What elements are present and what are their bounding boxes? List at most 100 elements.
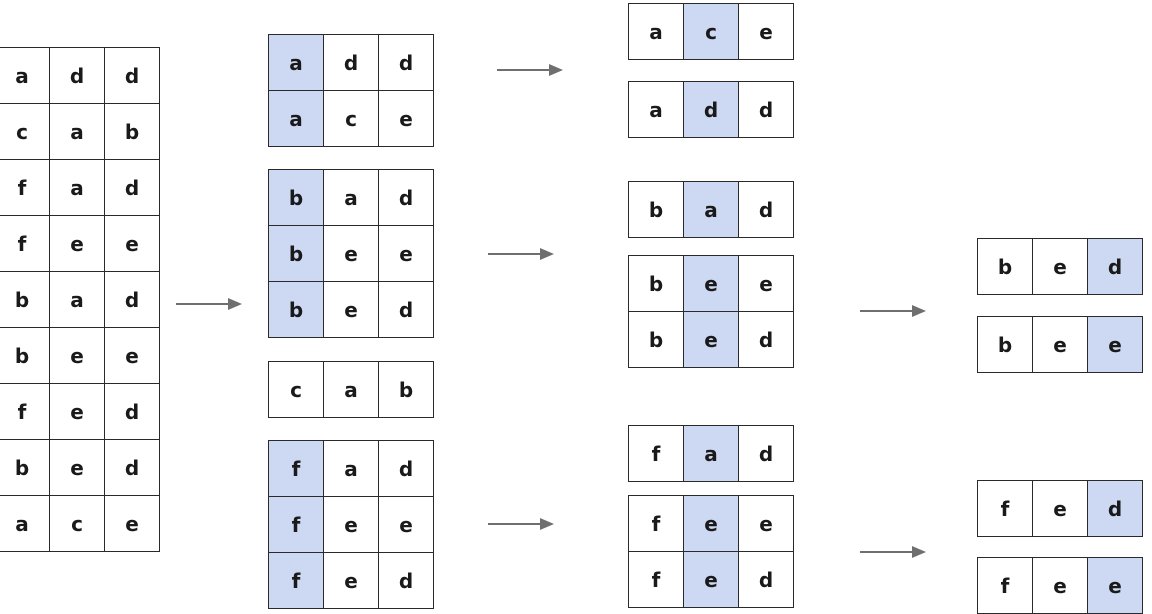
- arrow-right-icon: [860, 546, 926, 558]
- grid-cell: c: [49, 495, 105, 552]
- grid-cell: a: [323, 361, 379, 418]
- grid-cell: d: [738, 311, 794, 368]
- grid-cell: b: [378, 361, 434, 418]
- grid-cell: a: [268, 90, 324, 147]
- grid-cell: d: [1087, 238, 1143, 295]
- grid-cell: b: [268, 225, 324, 282]
- grid-cell: e: [683, 311, 739, 368]
- grid-cell: c: [683, 3, 739, 60]
- grid-cell: d: [378, 34, 434, 91]
- grid-cell: d: [104, 383, 160, 440]
- grid-cell: a: [0, 495, 50, 552]
- grid-cell: e: [323, 496, 379, 553]
- grid-cell: d: [378, 281, 434, 338]
- grid-cell: e: [378, 90, 434, 147]
- grid-cell: b: [104, 103, 160, 160]
- grid-cell: f: [977, 480, 1033, 537]
- grid-cell: f: [268, 496, 324, 553]
- grid-cell: e: [49, 439, 105, 496]
- grid-cell: b: [628, 181, 684, 238]
- grid-cell: b: [0, 271, 50, 328]
- grid-cell: d: [104, 271, 160, 328]
- grid-cell: f: [977, 557, 1033, 614]
- grid-cell: a: [628, 3, 684, 60]
- grid-cell: f: [0, 215, 50, 272]
- grid-cell: c: [268, 361, 324, 418]
- grid-cell: e: [1032, 480, 1088, 537]
- grid-cell: d: [104, 439, 160, 496]
- arrow-right-icon: [176, 298, 242, 310]
- grid-cell: e: [104, 215, 160, 272]
- grid-cell: e: [738, 3, 794, 60]
- grid-cell: a: [49, 103, 105, 160]
- grid-cell: d: [49, 47, 105, 104]
- grid-cell: e: [738, 495, 794, 552]
- grid-cell: e: [1087, 316, 1143, 373]
- grid-cell: e: [683, 255, 739, 312]
- grid-cell: e: [104, 495, 160, 552]
- grid-cell: b: [977, 316, 1033, 373]
- grid-cell: a: [49, 159, 105, 216]
- grid-cell: a: [0, 47, 50, 104]
- grid-cell: a: [323, 169, 379, 226]
- grid-cell: e: [104, 327, 160, 384]
- grid-cell: b: [628, 311, 684, 368]
- grid-cell: e: [1087, 557, 1143, 614]
- grid-cell: b: [268, 169, 324, 226]
- grid-cell: f: [628, 551, 684, 608]
- arrow-right-icon: [497, 64, 563, 76]
- grid-cell: b: [268, 281, 324, 338]
- grid-cell: e: [738, 255, 794, 312]
- grid-cell: d: [738, 181, 794, 238]
- grid-cell: f: [628, 425, 684, 482]
- grid-cell: f: [0, 383, 50, 440]
- grid-cell: a: [683, 425, 739, 482]
- grid-cell: a: [268, 34, 324, 91]
- grid-cell: a: [683, 181, 739, 238]
- grid-cell: e: [683, 551, 739, 608]
- grid-cell: d: [104, 47, 160, 104]
- grid-cell: e: [683, 495, 739, 552]
- grid-cell: d: [738, 81, 794, 138]
- grid-cell: e: [49, 383, 105, 440]
- grid-cell: e: [1032, 238, 1088, 295]
- grid-cell: e: [49, 215, 105, 272]
- grid-cell: c: [323, 90, 379, 147]
- grid-cell: b: [628, 255, 684, 312]
- grid-cell: e: [323, 281, 379, 338]
